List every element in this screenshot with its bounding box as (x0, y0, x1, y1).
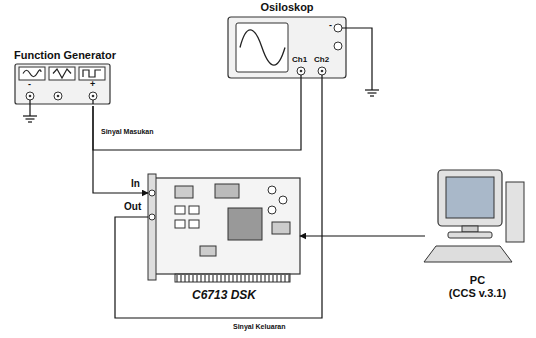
ground-symbol (342, 28, 379, 96)
node-text: C6713 DSK (192, 288, 256, 302)
terminal-sign: + (90, 80, 95, 90)
oscilloscope: Osiloskop (228, 0, 346, 80)
node-text: Function Generator (14, 49, 116, 62)
node-text: (CCS v.3.1) (449, 287, 506, 300)
function-generator: Function Generator (5, 48, 125, 106)
channel-name: Ch2 (314, 56, 329, 65)
port-name: Out (124, 201, 141, 212)
oscilloscope-device (228, 17, 346, 80)
signal-wire (115, 80, 322, 318)
port-name: In (131, 178, 140, 189)
terminal-sign: - (28, 80, 31, 90)
pc-node: PC(CCS v.3.1) (425, 168, 530, 300)
channel-name: Ch1 (292, 56, 307, 65)
terminal-sign: - (329, 21, 332, 31)
function-generator-device (15, 64, 110, 104)
dsk-board-node: C6713 DSK (148, 174, 300, 302)
node-text: PC (470, 274, 485, 287)
signal-name: Sinyal Masukan (100, 128, 155, 136)
pc-computer (424, 170, 524, 262)
signal-wire (93, 80, 301, 150)
dsk-board (148, 174, 300, 282)
signal-wire (300, 235, 425, 236)
node-text: Osiloskop (260, 1, 313, 14)
ground-symbol (23, 100, 37, 122)
signal-name: Sinyal Keluaran (232, 323, 287, 331)
